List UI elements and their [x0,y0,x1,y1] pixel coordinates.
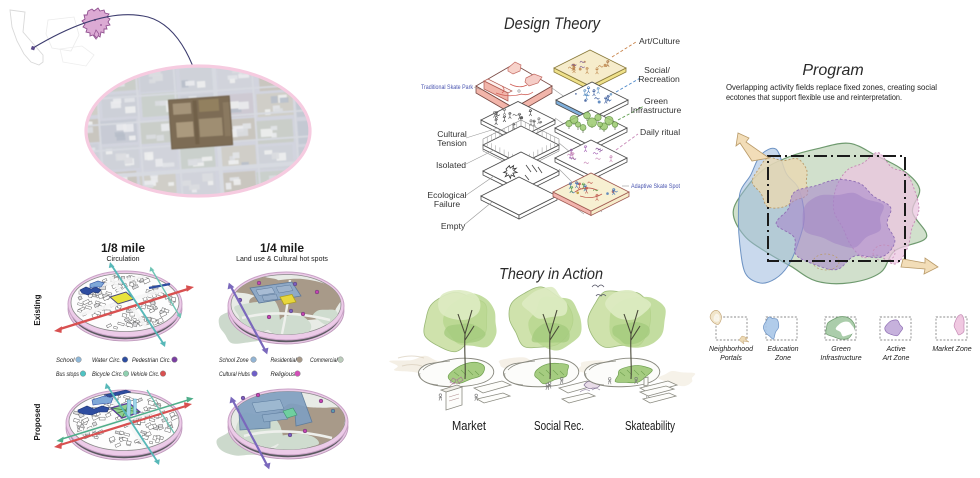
svg-text:Portals: Portals [720,355,742,362]
svg-text:Zone: Zone [774,355,791,362]
svg-text:1/8 mile: 1/8 mile [101,241,145,255]
svg-text:Tension: Tension [437,138,467,148]
svg-text:Social Rec.: Social Rec. [534,419,584,433]
svg-text:Isolated: Isolated [436,160,466,170]
svg-text:Theory in Action: Theory in Action [499,266,603,283]
svg-text:Residential: Residential [271,357,297,364]
svg-text:Bicycle Circ.: Bicycle Circ. [92,371,123,378]
svg-text:Commercial: Commercial [310,357,338,364]
svg-text:Ecological: Ecological [427,190,466,200]
svg-text:Education: Education [767,346,798,353]
svg-text:Bus stops: Bus stops [56,371,79,378]
svg-text:Green: Green [831,346,851,353]
svg-text:Neighborhood: Neighborhood [709,346,754,353]
svg-text:Program: Program [802,62,863,79]
svg-text:Skateability: Skateability [625,419,676,433]
svg-text:Design Theory: Design Theory [504,14,601,33]
svg-text:Daily ritual: Daily ritual [640,127,680,137]
svg-text:1/4 mile: 1/4 mile [260,241,304,255]
svg-text:Market Zone: Market Zone [932,346,971,353]
svg-text:Cultural Hubs: Cultural Hubs [219,371,250,378]
svg-text:Cultural: Cultural [437,129,467,139]
svg-text:School Zone: School Zone [219,357,249,364]
svg-text:Infrastructure: Infrastructure [631,105,682,115]
svg-text:Overlapping activity fields re: Overlapping activity fields replace fixe… [726,83,937,92]
svg-text:Green: Green [644,96,668,106]
svg-text:Land use & Cultural hot spots: Land use & Cultural hot spots [236,256,328,263]
svg-text:ecotones that support flexible: ecotones that support flexible use and r… [726,93,902,102]
svg-text:Water Circ.: Water Circ. [92,357,121,364]
svg-text:School: School [56,357,75,364]
svg-text:Adaptive Skate Spot: Adaptive Skate Spot [631,183,680,190]
svg-text:Infrastructure: Infrastructure [820,355,861,362]
svg-text:Existing: Existing [33,294,42,325]
svg-text:Religious: Religious [271,371,296,378]
svg-text:Proposed: Proposed [33,403,42,440]
svg-text:Circulation: Circulation [106,256,139,263]
svg-text:Traditional Skate Park: Traditional Skate Park [421,84,474,91]
svg-text:Active: Active [885,346,905,353]
svg-text:Pedestrian Circ.: Pedestrian Circ. [132,357,171,364]
svg-text:Vehicle Circ.: Vehicle Circ. [131,371,160,378]
svg-text:Recreation: Recreation [638,74,680,84]
svg-text:Market: Market [452,419,486,433]
svg-text:Failure: Failure [434,199,460,209]
svg-text:Empty: Empty [441,221,466,231]
svg-text:Art Zone: Art Zone [882,355,910,362]
svg-text:Social/: Social/ [644,65,670,75]
svg-text:Art/Culture: Art/Culture [639,36,680,46]
